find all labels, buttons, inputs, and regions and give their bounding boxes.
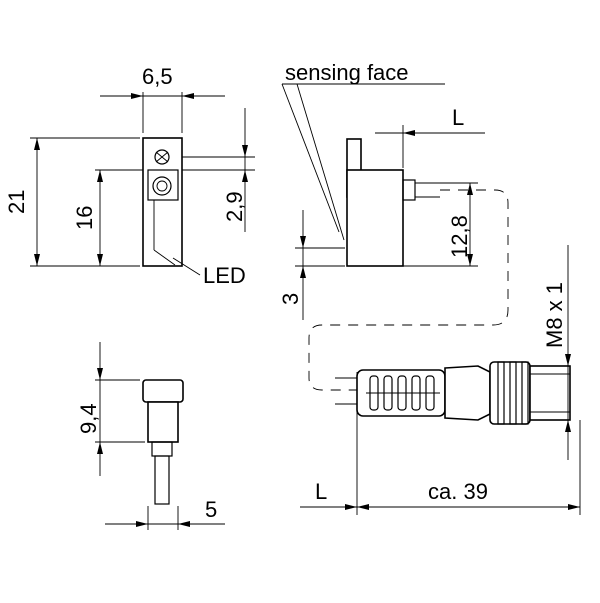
connector — [335, 361, 571, 425]
dim-bottom: L ca. 39 — [300, 372, 581, 515]
dim-label-l-bottom: L — [315, 479, 327, 504]
sensing-face-callout: sensing face — [281, 60, 445, 241]
dim-height-12-8: 12,8 — [403, 182, 478, 267]
cable — [308, 189, 509, 391]
dim-label-21: 21 — [4, 190, 29, 214]
dim-label-39: ca. 39 — [428, 479, 488, 504]
dim-height-9-4: 9,4 — [76, 342, 145, 476]
dim-l-top: L — [375, 105, 485, 168]
dim-height-16: 16 — [72, 169, 143, 266]
dim-offset-2-9: 2,9 — [182, 108, 255, 232]
side-view — [346, 138, 440, 267]
dim-label-12-8: 12,8 — [447, 215, 472, 258]
dim-label-5: 5 — [205, 497, 217, 522]
sensing-face-label: sensing face — [285, 60, 409, 85]
thread-callout: M8 x 1 — [542, 245, 571, 460]
dim-label-9-4: 9,4 — [76, 403, 101, 434]
dim-label-6-5: 6,5 — [142, 64, 173, 89]
thread-label: M8 x 1 — [542, 282, 567, 348]
dim-label-3: 3 — [278, 293, 303, 305]
dim-width-6-5: 6,5 — [100, 64, 225, 133]
led-label: LED — [203, 263, 246, 288]
connector-ribs — [366, 375, 440, 411]
top-view — [142, 379, 184, 505]
dim-label-2-9: 2,9 — [222, 191, 247, 222]
front-view — [142, 137, 201, 276]
dim-label-16: 16 — [72, 206, 97, 230]
dim-width-5: 5 — [105, 497, 225, 530]
dim-height-21: 21 — [4, 137, 140, 267]
dim-label-l-top: L — [452, 105, 464, 130]
dim-offset-3: 3 — [278, 210, 345, 320]
